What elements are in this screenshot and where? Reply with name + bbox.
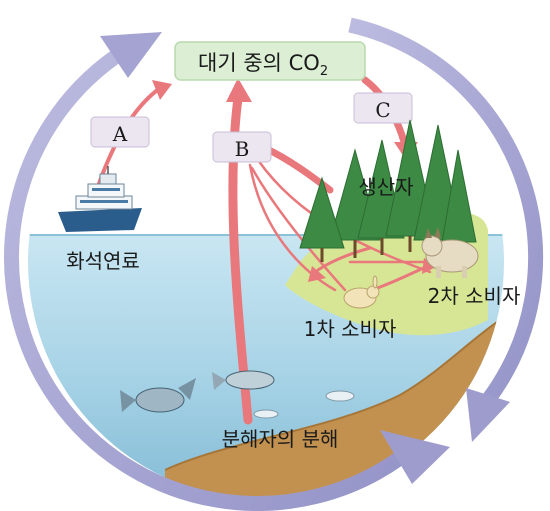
arrowhead-b (226, 78, 252, 102)
cycle-arrowhead-right (466, 388, 510, 442)
rabbit-icon (343, 275, 380, 309)
cycle-ring (4, 17, 544, 511)
decomposition-label: 분해자의 분해 (222, 427, 339, 451)
fossil-fuel-label: 화석연료 (66, 249, 140, 273)
fish-icon (120, 370, 355, 419)
ship-icon (58, 166, 142, 232)
process-label-c: C (375, 98, 390, 122)
atmosphere-box: 대기 중의 CO2 (174, 41, 366, 81)
cycle-arrow-right (348, 17, 544, 405)
arrow-producer-to-primary (316, 246, 372, 272)
process-label-a: A (112, 122, 128, 146)
label-box-a: A (90, 116, 150, 148)
producer-label: 생산자 (358, 175, 413, 199)
label-box-b: B (212, 131, 272, 163)
lynx-icon (421, 227, 479, 278)
cycle-arrow-left (4, 50, 405, 511)
secondary-consumer-label: 2차 소비자 (428, 284, 521, 308)
process-label-b: B (235, 137, 250, 161)
cycle-arrowhead-left (100, 32, 162, 78)
primary-consumer-label: 1차 소비자 (304, 317, 397, 341)
cycle-arrowhead-bottom (380, 430, 450, 484)
arrow-primary-respiration (250, 166, 347, 292)
tree-icon (299, 119, 477, 262)
arrowhead-a (152, 80, 172, 100)
arrow-to-primary (248, 163, 337, 292)
arrowhead-to-secondary (422, 258, 438, 274)
arrowhead-to-primary (308, 266, 326, 282)
atmosphere-label: 대기 중의 CO2 (198, 51, 328, 79)
label-box-c: C (353, 92, 413, 124)
